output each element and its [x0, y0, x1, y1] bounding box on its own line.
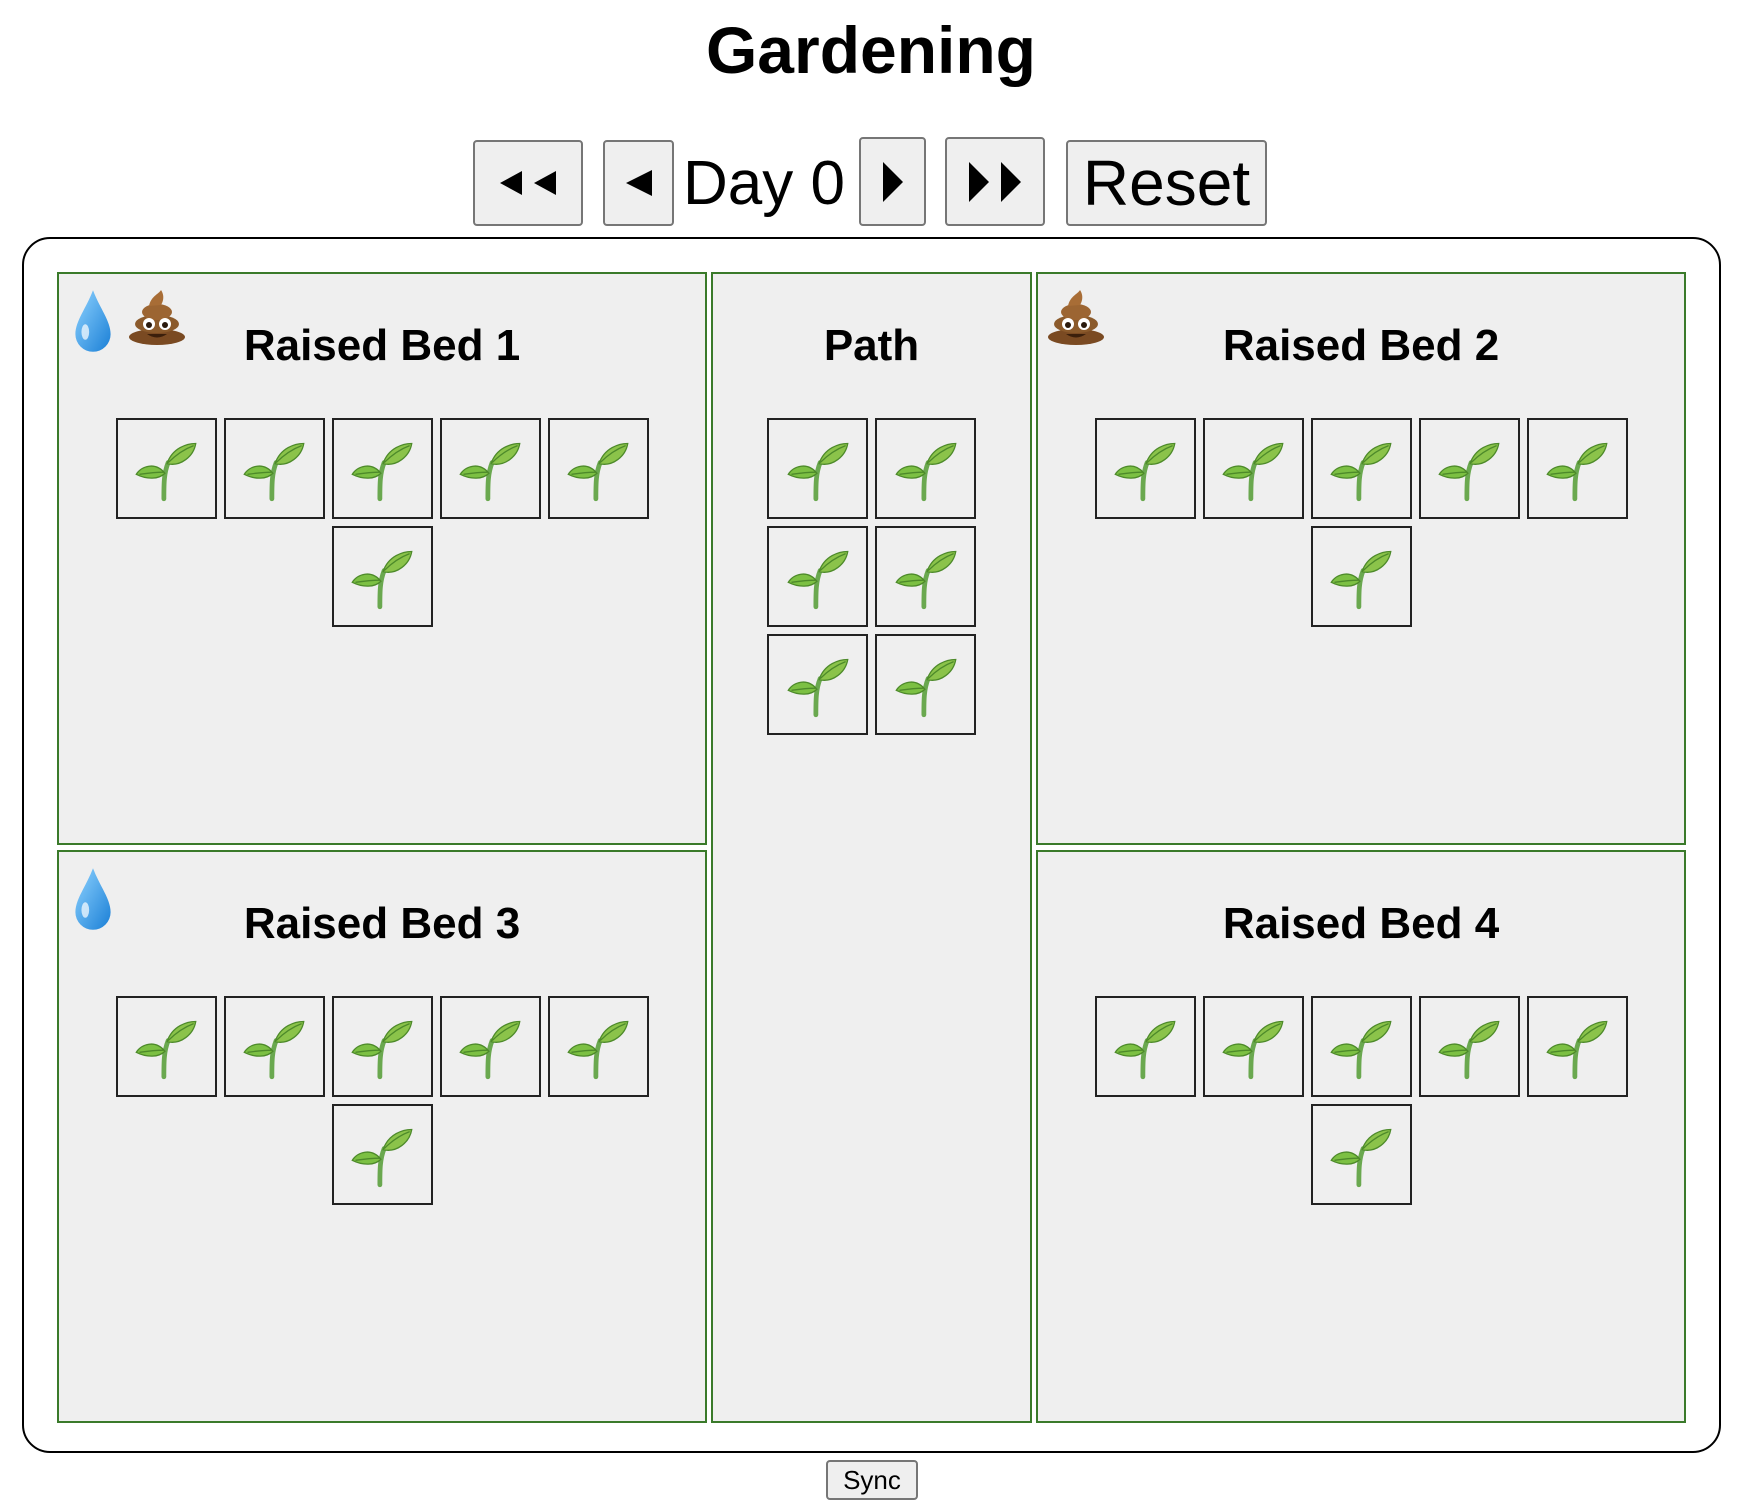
- raised-bed-4[interactable]: Raised Bed 4: [1036, 850, 1686, 1423]
- plant-cell[interactable]: [1202, 996, 1304, 1097]
- plant-cell[interactable]: [223, 996, 325, 1097]
- plant-grid: [1038, 996, 1684, 1205]
- seedling-icon: [348, 1121, 416, 1189]
- seedling-icon: [784, 543, 852, 611]
- seedling-icon: [1327, 435, 1395, 503]
- plant-grid: [59, 418, 705, 627]
- seedling-icon: [132, 435, 200, 503]
- bed-title: Raised Bed 2: [1222, 321, 1500, 370]
- next-day-button[interactable]: [859, 137, 926, 226]
- plant-cell[interactable]: [767, 418, 868, 519]
- plant-cell[interactable]: [115, 996, 217, 1097]
- seedling-icon: [348, 543, 416, 611]
- raised-bed-3[interactable]: Raised Bed 3: [57, 850, 707, 1423]
- plant-grid: [1038, 418, 1684, 627]
- seedling-icon: [1327, 1121, 1395, 1189]
- plant-cell[interactable]: [223, 418, 325, 519]
- plant-cell[interactable]: [1310, 418, 1412, 519]
- seedling-icon: [784, 651, 852, 719]
- compost-icon: [127, 288, 187, 351]
- water-drop-icon: [71, 288, 115, 359]
- plant-cell[interactable]: [1094, 418, 1196, 519]
- fast-forward-button[interactable]: [945, 137, 1045, 226]
- seedling-icon: [1435, 435, 1503, 503]
- plant-cell[interactable]: [875, 526, 976, 627]
- plant-cell[interactable]: [439, 996, 541, 1097]
- double-left-arrow-icon: [500, 171, 522, 195]
- plant-cell[interactable]: [1418, 996, 1520, 1097]
- bed-title: Raised Bed 4: [1222, 899, 1500, 948]
- path-bed[interactable]: Path: [711, 272, 1032, 1423]
- plant-cell[interactable]: [1310, 1104, 1412, 1205]
- plant-cell[interactable]: [547, 996, 649, 1097]
- seedling-icon: [456, 435, 524, 503]
- seedling-icon: [132, 1013, 200, 1081]
- plant-cell[interactable]: [1310, 526, 1412, 627]
- seedling-icon: [564, 1013, 632, 1081]
- plant-grid: [59, 996, 705, 1205]
- plant-grid: [713, 418, 1030, 735]
- bed-title: Path: [823, 321, 920, 370]
- garden-area: [22, 237, 1721, 1453]
- double-right-arrow-icon: [969, 161, 989, 202]
- seedling-icon: [1327, 543, 1395, 611]
- left-arrow-icon: [625, 170, 652, 196]
- plant-cell[interactable]: [1202, 418, 1304, 519]
- plant-cell[interactable]: [1310, 996, 1412, 1097]
- day-counter: Day 0: [683, 149, 845, 218]
- seedling-icon: [1111, 1013, 1179, 1081]
- plant-cell[interactable]: [767, 526, 868, 627]
- plant-cell[interactable]: [331, 418, 433, 519]
- sync-button[interactable]: Sync: [826, 1460, 918, 1500]
- plant-cell[interactable]: [115, 418, 217, 519]
- seedling-icon: [892, 651, 960, 719]
- seedling-icon: [240, 435, 308, 503]
- right-arrow-icon: [882, 161, 903, 202]
- previous-day-button[interactable]: [603, 140, 674, 226]
- plant-cell[interactable]: [331, 526, 433, 627]
- seedling-icon: [892, 543, 960, 611]
- water-drop-icon: [71, 866, 115, 937]
- seedling-icon: [1543, 435, 1611, 503]
- seedling-icon: [456, 1013, 524, 1081]
- seedling-icon: [1435, 1013, 1503, 1081]
- seedling-icon: [1111, 435, 1179, 503]
- bed-title: Raised Bed 3: [243, 899, 521, 948]
- plant-cell[interactable]: [331, 996, 433, 1097]
- plant-cell[interactable]: [1526, 996, 1628, 1097]
- plant-cell[interactable]: [331, 1104, 433, 1205]
- plant-cell[interactable]: [767, 634, 868, 735]
- reset-button-label: Reset: [1082, 147, 1251, 219]
- page-title: Gardening: [705, 13, 1037, 87]
- seedling-icon: [564, 435, 632, 503]
- seedling-icon: [1543, 1013, 1611, 1081]
- sync-button-label: Sync: [843, 1465, 901, 1495]
- seedling-icon: [892, 435, 960, 503]
- plant-cell[interactable]: [439, 418, 541, 519]
- rewind-to-start-button[interactable]: [473, 140, 583, 226]
- plant-cell[interactable]: [547, 418, 649, 519]
- seedling-icon: [240, 1013, 308, 1081]
- compost-icon: [1046, 288, 1106, 351]
- seedling-icon: [1219, 1013, 1287, 1081]
- plant-cell[interactable]: [875, 634, 976, 735]
- raised-bed-2[interactable]: Raised Bed 2: [1036, 272, 1686, 845]
- seedling-icon: [1327, 1013, 1395, 1081]
- bed-title: Raised Bed 1: [243, 321, 521, 370]
- seedling-icon: [348, 435, 416, 503]
- raised-bed-1[interactable]: Raised Bed 1: [57, 272, 707, 845]
- seedling-icon: [1219, 435, 1287, 503]
- plant-cell[interactable]: [1094, 996, 1196, 1097]
- reset-button[interactable]: Reset: [1066, 140, 1267, 226]
- seedling-icon: [784, 435, 852, 503]
- plant-cell[interactable]: [1526, 418, 1628, 519]
- plant-cell[interactable]: [1418, 418, 1520, 519]
- seedling-icon: [348, 1013, 416, 1081]
- plant-cell[interactable]: [875, 418, 976, 519]
